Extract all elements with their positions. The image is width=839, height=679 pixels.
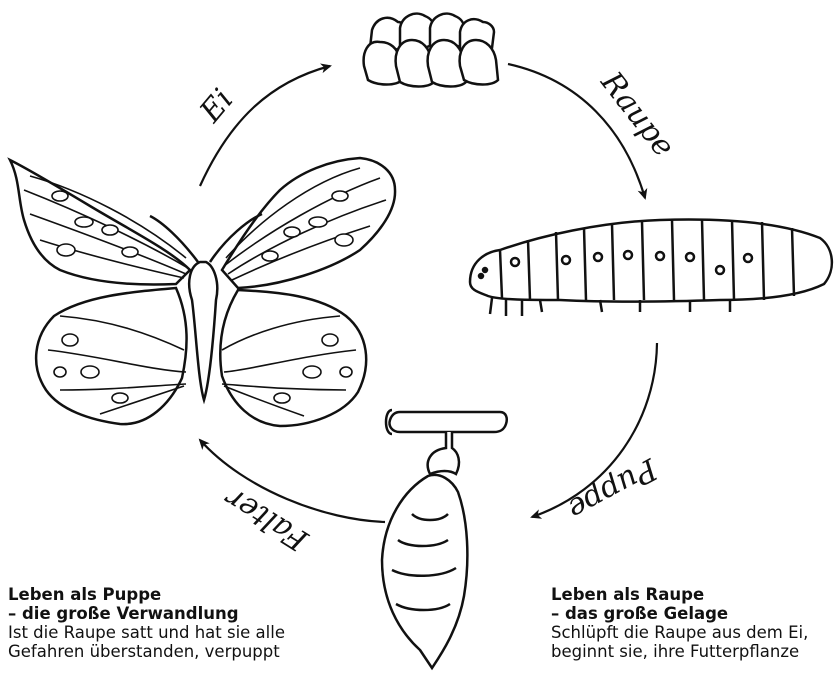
stage-label-raupe: Raupe [593, 65, 681, 164]
text-block-caterpillar-heading1: Leben als Raupe [551, 585, 808, 604]
text-block-pupa-line1: Ist die Raupe satt und hat sie alle [8, 623, 285, 642]
text-block-pupa-heading2: – die große Verwandlung [8, 604, 285, 623]
text-block-caterpillar: Leben als Raupe – das große Gelage Schlü… [551, 585, 808, 661]
eggs-icon [364, 14, 498, 87]
caterpillar-icon [470, 220, 832, 316]
text-block-pupa-line2: Gefahren überstanden, verpuppt [8, 642, 285, 661]
text-block-pupa-heading1: Leben als Puppe [8, 585, 285, 604]
text-block-caterpillar-line1: Schlüpft die Raupe aus dem Ei, [551, 623, 808, 642]
text-block-pupa: Leben als Puppe – die große Verwandlung … [8, 585, 285, 661]
text-block-caterpillar-line2: beginnt sie, ihre Futterpflanze [551, 642, 808, 661]
pupa-icon [382, 410, 507, 668]
text-block-caterpillar-heading2: – das große Gelage [551, 604, 808, 623]
butterfly-icon [10, 158, 395, 426]
stage-label-falter: Falter [218, 479, 315, 558]
stage-label-ei: Ei [193, 83, 241, 130]
